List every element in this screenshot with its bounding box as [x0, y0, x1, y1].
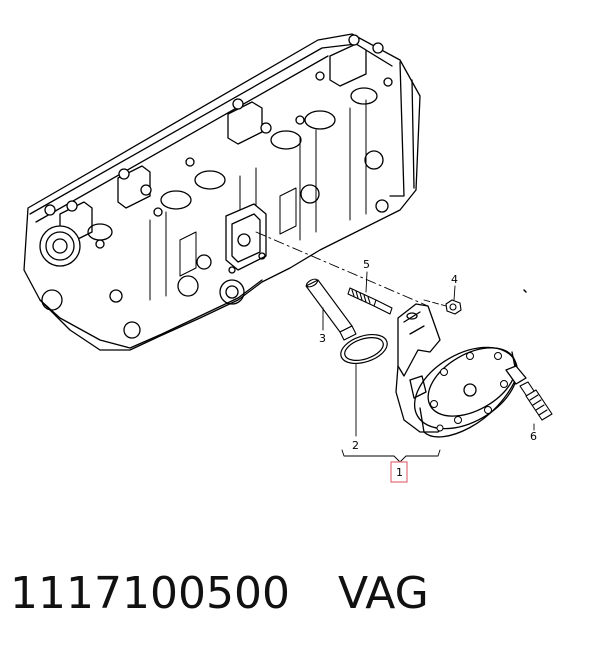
callout-4: 4 [451, 273, 458, 286]
callout-3: 3 [319, 332, 326, 345]
assembly-line [255, 231, 429, 307]
lower-ports [41, 150, 389, 339]
leader-5 [365, 271, 368, 293]
callout-2: 2 [352, 439, 359, 452]
pump-cover-bolts [430, 352, 508, 432]
front-bore [39, 225, 81, 267]
callout-1: 1 [396, 466, 403, 479]
leader-4 [453, 285, 456, 301]
brand-name: VAG [337, 568, 429, 619]
callout-6: 6 [530, 430, 537, 443]
stray-mark [523, 289, 527, 293]
valve-ports [87, 87, 378, 241]
parts-exploded-diagram: 5 3 2 4 [23, 33, 553, 483]
hose-part-6 [519, 381, 553, 421]
o-ring-part-2 [340, 333, 388, 365]
nut-part-4 [445, 299, 462, 315]
cylinder-head [23, 33, 421, 351]
stud-part-5 [347, 287, 393, 315]
callout-1-highlight [390, 461, 408, 483]
assembly-line-nut [423, 299, 447, 307]
part-number: 1117100500 [10, 568, 290, 619]
part-caption: 1117100500 VAG [10, 566, 429, 622]
vacuum-pump-part-1 [395, 303, 527, 438]
head-bolts [44, 34, 393, 249]
callout-5: 5 [363, 258, 370, 271]
bearing-caps [59, 43, 367, 245]
pin-part-3 [305, 278, 357, 341]
mounting-flange [225, 203, 267, 274]
